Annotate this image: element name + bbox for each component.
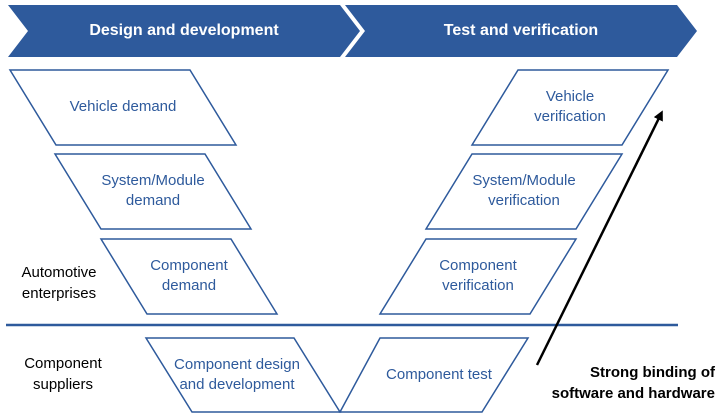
system-verification-label: System/Module verification xyxy=(472,172,576,209)
strong-binding-note: Strong binding of software and hardware xyxy=(551,364,715,402)
vehicle-demand-label: Vehicle demand xyxy=(69,98,177,115)
component-demand-box xyxy=(99,238,279,315)
binding-arrow xyxy=(535,110,663,366)
automotive-enterprises-label: Automotive enterprises xyxy=(21,264,97,302)
vehicle-verification-label: Vehicle verification xyxy=(534,88,606,125)
system-verification-box xyxy=(424,153,624,230)
component-test-label: Component test xyxy=(386,366,492,383)
test-chevron xyxy=(345,5,697,57)
test-banner-title: Test and verification xyxy=(443,22,599,39)
component-verification-label: Component verification xyxy=(439,257,517,294)
design-banner-title: Design and development xyxy=(89,22,279,39)
vehicle-demand-box xyxy=(8,69,238,146)
component-design-label: Component design and development xyxy=(174,356,300,393)
system-demand-box xyxy=(53,153,253,230)
component-suppliers-label: Component suppliers xyxy=(24,355,102,393)
component-verification-box xyxy=(378,238,578,315)
vehicle-verification-box xyxy=(470,69,670,146)
design-chevron xyxy=(8,5,360,57)
component-test-box xyxy=(338,337,530,413)
system-demand-label: System/Module demand xyxy=(101,172,205,209)
component-demand-label: Component demand xyxy=(150,257,228,294)
